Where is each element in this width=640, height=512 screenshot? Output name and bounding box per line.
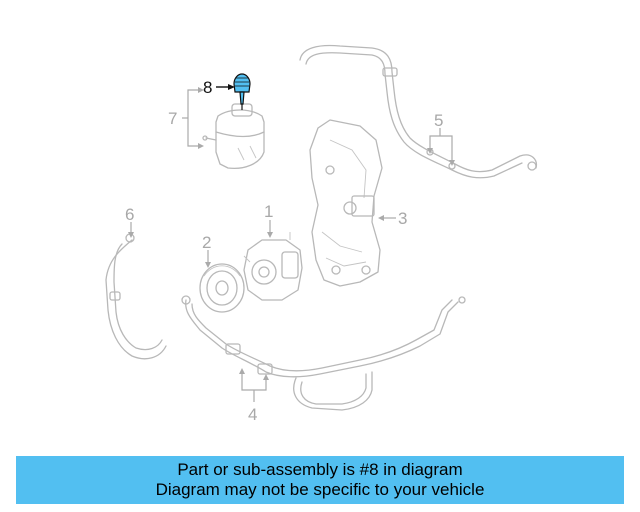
pressure-line-part-4	[181, 295, 466, 411]
hose-part-6	[105, 233, 167, 360]
callout-6: 6	[125, 205, 134, 224]
callout-5: 5	[434, 111, 443, 130]
cap-part-8-highlighted	[233, 73, 251, 110]
bracket-part-3	[309, 119, 383, 287]
hose-upper-part-5	[299, 44, 538, 179]
banner-line-1: Part or sub-assembly is #8 in diagram	[177, 460, 463, 479]
banner-line-2: Diagram may not be specific to your vehi…	[155, 480, 485, 499]
callout-leaders	[128, 84, 455, 402]
callout-7: 7	[168, 109, 177, 128]
callout-3: 3	[398, 209, 407, 228]
info-banner: Part or sub-assembly is #8 in diagram Di…	[16, 456, 624, 504]
callout-8: 8	[203, 78, 212, 97]
callout-4: 4	[248, 405, 257, 424]
callout-1: 1	[264, 202, 273, 221]
callout-2: 2	[202, 233, 211, 252]
pump-part-1	[243, 232, 303, 301]
pulley-part-2	[199, 263, 245, 313]
reservoir-part-7	[202, 103, 265, 170]
parts-diagram: 1 2 3 4 5 6 7 8	[105, 44, 538, 424]
